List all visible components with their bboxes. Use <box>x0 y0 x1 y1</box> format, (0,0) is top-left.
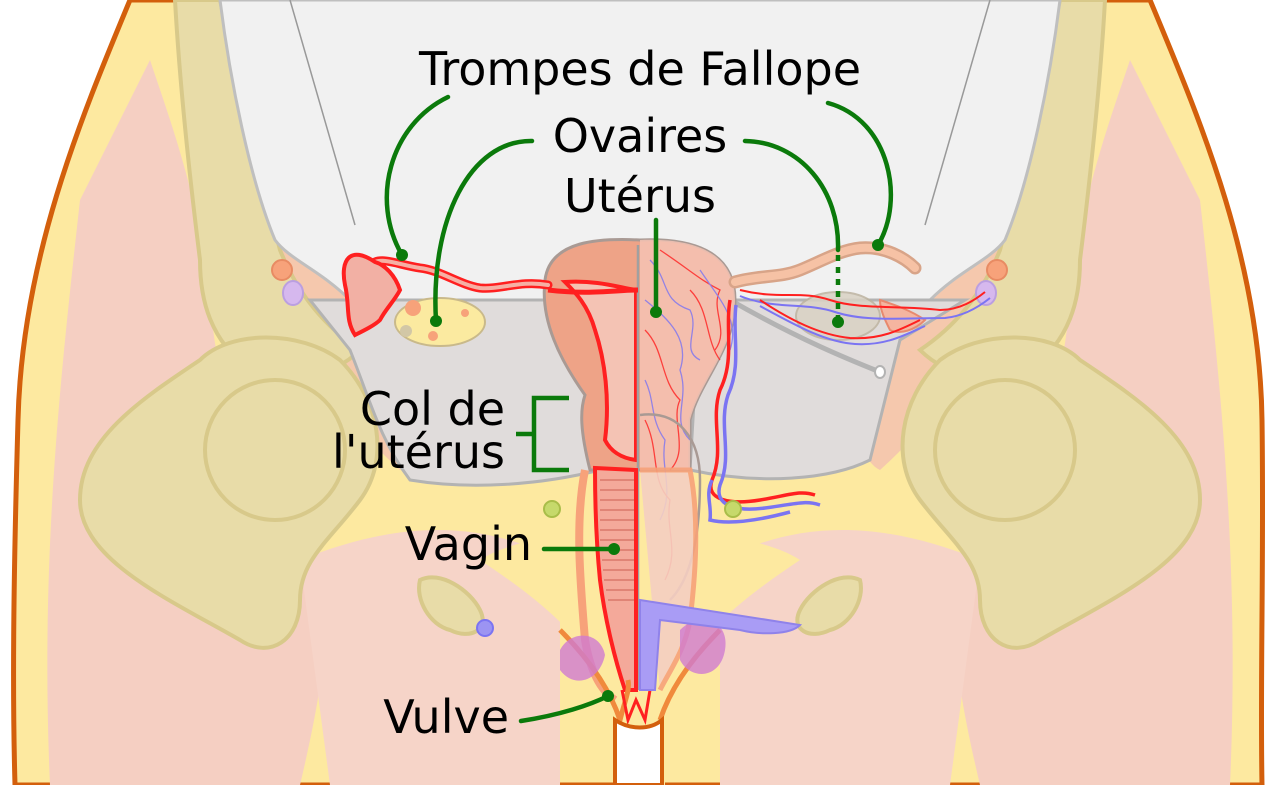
cervix-bracket <box>516 395 569 473</box>
right-ureter <box>724 500 742 518</box>
left-external-iliac-artery <box>271 259 293 281</box>
right-ligament-line <box>924 0 991 226</box>
left-uterine-artery <box>547 287 639 295</box>
pelvic-floor-right <box>720 530 980 785</box>
leader-ovaries-right <box>742 138 841 253</box>
vaginal-wall-left <box>575 469 618 704</box>
left-external-iliac-vein <box>282 280 304 306</box>
vaginal-canal <box>592 465 638 692</box>
leader-fallopian-right <box>825 100 894 248</box>
right-pubic-ramus <box>795 575 863 636</box>
left-ovary-follicle-4 <box>461 309 469 317</box>
round-ligament-end <box>874 365 886 379</box>
leader-dot-ovaries-left <box>430 315 442 327</box>
label-ovaries: Ovaires <box>553 109 728 163</box>
introitus-gap <box>613 715 664 785</box>
uterus-right-half-shaded <box>640 239 735 470</box>
right-uterine-vessels <box>707 299 821 524</box>
left-ovary-follicle-2 <box>428 331 438 341</box>
uterine-cavity <box>560 279 638 463</box>
pelvic-floor <box>300 530 560 785</box>
right-femoral-head <box>933 378 1077 522</box>
right-external-iliac-artery <box>986 259 1008 281</box>
pelvic-cavity <box>218 0 1062 487</box>
leader-fallopian-left <box>384 94 451 258</box>
round-ligament-right <box>728 297 881 375</box>
label-vagina: Vagin <box>405 517 532 571</box>
leader-dot-uterus <box>650 306 662 318</box>
left-pubic-ramus <box>417 575 485 636</box>
uterus-group <box>542 237 803 785</box>
label-fallopian-tubes: Trompes de Fallope <box>418 42 861 96</box>
left-adnexa <box>341 252 639 347</box>
left-femoral-head <box>203 378 347 522</box>
label-uterus: Utérus <box>564 169 716 223</box>
leader-dot-fallopian-right <box>872 239 884 251</box>
obturator-vessel <box>476 619 494 637</box>
leader-dot-fallopian-left <box>396 249 408 261</box>
left-fimbriae <box>341 252 403 338</box>
left-vestibular-bulb <box>560 635 605 681</box>
leader-dot-vulva <box>602 690 614 702</box>
leader-dot-ovaries-right <box>832 316 844 328</box>
label-cervix-line-1: Col de <box>360 382 505 436</box>
left-ovary-follicle-1 <box>405 300 421 316</box>
label-cervix-line-2: l'utérus <box>332 425 505 479</box>
left-ovary-follicle-3 <box>400 325 412 337</box>
left-ureter <box>543 500 561 518</box>
right-fallopian-tube-inner <box>731 243 919 286</box>
leader-vulva <box>518 693 611 724</box>
leader-dot-vagina <box>608 543 620 555</box>
labels-layer: Trompes de Fallope Ovaires Utérus Col de… <box>332 42 894 744</box>
vulva-opening <box>620 689 652 726</box>
pelvic-bones <box>77 0 1203 650</box>
leader-ovaries-left <box>433 138 535 324</box>
urethra <box>639 598 803 691</box>
right-broad-ligament <box>688 298 971 481</box>
left-fallopian-tube-lumen <box>373 258 550 291</box>
left-broad-ligament <box>306 298 602 487</box>
right-external-iliac-vein <box>975 280 997 306</box>
label-vulva: Vulve <box>383 690 509 744</box>
right-vestibular-bulb <box>680 619 726 674</box>
left-ligament-line <box>289 0 356 226</box>
right-ovarian-vessels <box>739 289 991 346</box>
